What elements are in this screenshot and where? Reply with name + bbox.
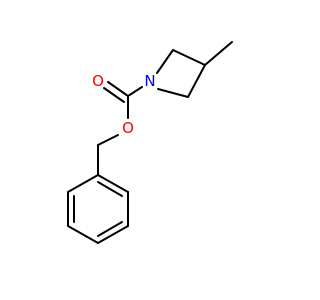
nitrogen-label: N [144, 72, 155, 90]
bond-ph-inner-a [97, 181, 123, 197]
bond-carbonyl-double-2 [103, 87, 125, 103]
bond-ph-1-2 [97, 174, 129, 193]
ester-oxygen-label: O [122, 119, 134, 137]
bond-ester-o-ch2 [97, 134, 119, 146]
bond-ring-c-top-ring-ch [172, 49, 206, 66]
bond-methyl [204, 41, 233, 66]
bond-ph-6-1 [67, 174, 99, 193]
bond-n-ring-c-top [156, 49, 174, 74]
bond-ph-3-4 [97, 225, 129, 244]
bond-carbonyl-double-1 [107, 81, 129, 97]
bond-n-carbonyl-c [127, 86, 143, 97]
bond-ph-4-5 [67, 225, 99, 244]
atom-carbonyl-oxygen: O [92, 72, 104, 90]
bond-ph-inner-b [97, 221, 123, 237]
molecule-structure: N O O [67, 41, 233, 244]
atom-ester-oxygen: O [122, 119, 134, 137]
bond-ring-ch-ring-c-bottom [187, 64, 206, 98]
atom-nitrogen: N [144, 72, 155, 90]
carbonyl-oxygen-label: O [92, 72, 104, 90]
bond-ring-c-bottom-n [157, 88, 189, 98]
